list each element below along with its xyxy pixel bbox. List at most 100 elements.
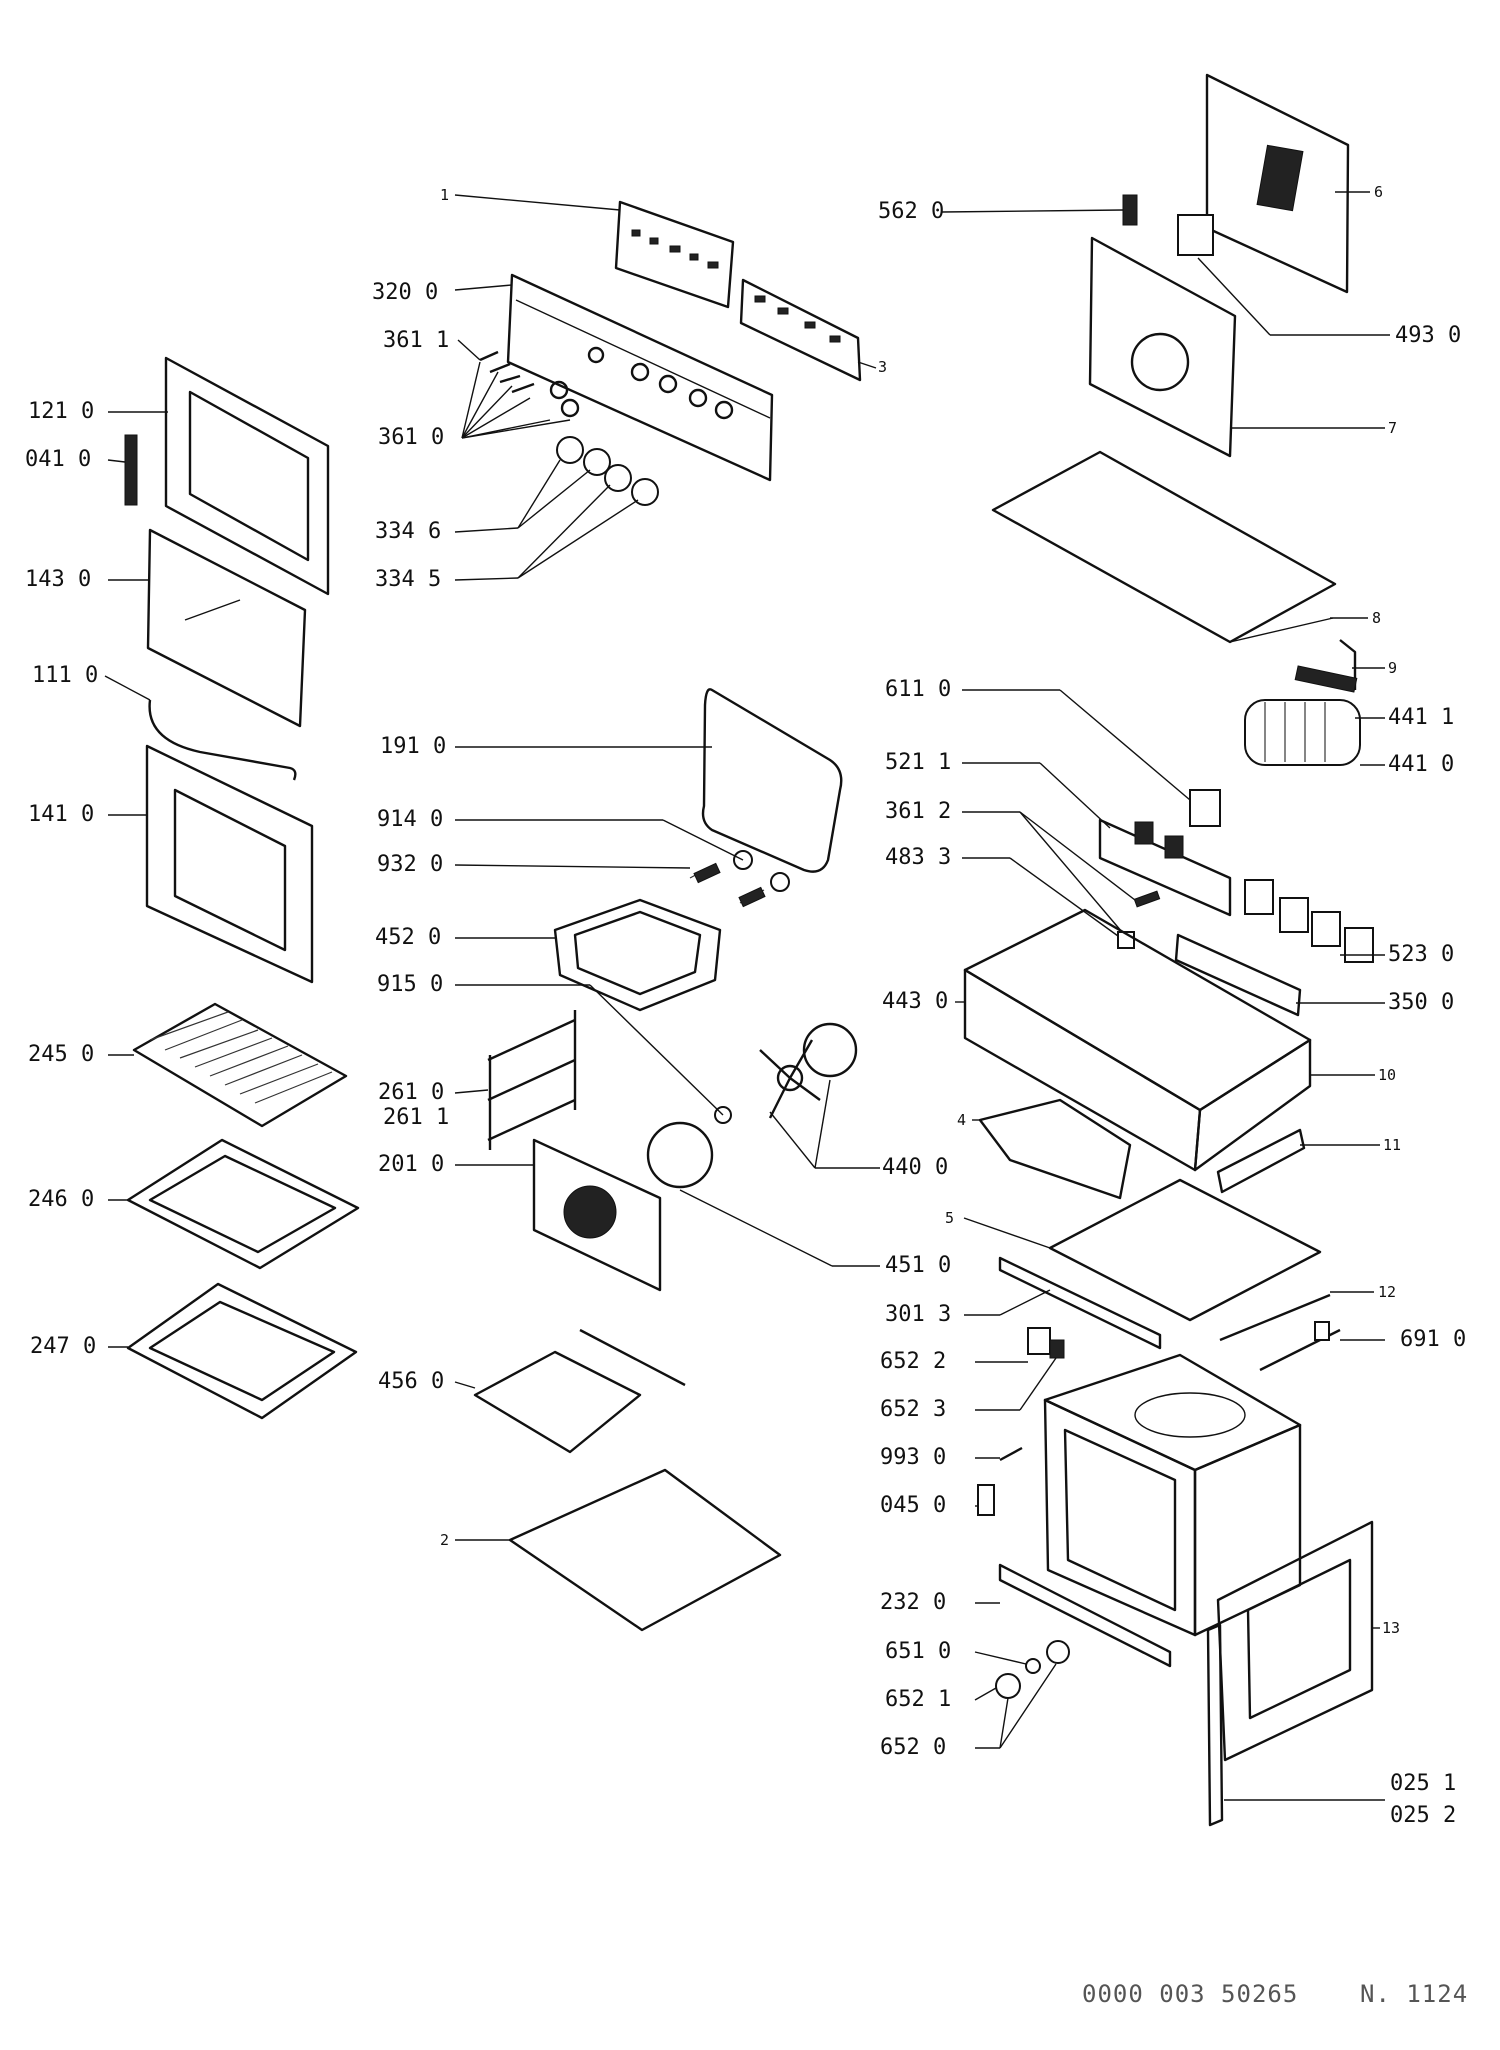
callout: 12 xyxy=(1378,1283,1396,1301)
part-strip-11 xyxy=(1216,1128,1306,1194)
callout-labels: 1 320 0 361 1 361 0 334 6 334 5 3 562 0 … xyxy=(25,183,1466,1828)
callout: 6 xyxy=(1374,183,1383,201)
part-relays-523 xyxy=(1244,879,1374,963)
part-lamp-652 xyxy=(1027,1327,1065,1359)
callout: 440 0 xyxy=(882,1155,948,1180)
callout: 652 2 xyxy=(880,1349,946,1374)
part-chassis-10 xyxy=(963,908,1312,1172)
part-inner-glass xyxy=(146,528,307,728)
part-back-wall xyxy=(1088,236,1237,458)
callout: 041 0 xyxy=(25,447,91,472)
part-timer-board xyxy=(1098,818,1232,917)
part-door-hinge xyxy=(124,434,138,506)
callout: 320 0 xyxy=(372,280,438,305)
part-ring-element xyxy=(646,1106,732,1189)
callout: 025 1 xyxy=(1390,1771,1456,1796)
part-control-bracket xyxy=(739,278,862,382)
callout: 611 0 xyxy=(885,677,951,702)
callout: 652 0 xyxy=(880,1735,946,1760)
callout: 246 0 xyxy=(28,1187,94,1212)
callout: 652 1 xyxy=(885,1687,951,1712)
part-baking-tray xyxy=(126,1138,360,1270)
callout: 1 xyxy=(440,186,449,204)
callout: 483 3 xyxy=(885,845,951,870)
callout: 11 xyxy=(1383,1136,1401,1154)
callout: 651 0 xyxy=(885,1639,951,1664)
document-number: 0000 003 50265 xyxy=(1082,1980,1298,2008)
callout: 025 2 xyxy=(1390,1803,1456,1828)
part-switch-045 xyxy=(977,1484,995,1516)
callout: 121 0 xyxy=(28,399,94,424)
part-side-runners xyxy=(487,1010,577,1150)
callout: 932 0 xyxy=(377,852,443,877)
callout: 441 1 xyxy=(1388,705,1454,730)
callout: 350 0 xyxy=(1388,990,1454,1015)
callout: 143 0 xyxy=(25,567,91,592)
part-relay-611 xyxy=(1189,789,1221,827)
callout: 361 0 xyxy=(378,425,444,450)
part-front-frame-13 xyxy=(1216,1520,1374,1762)
sheet-number: N. 1124 xyxy=(1360,1980,1468,2008)
callout: 10 xyxy=(1378,1066,1396,1084)
part-oven-gasket xyxy=(701,688,843,873)
part-front-glass xyxy=(145,744,314,984)
part-latch-562 xyxy=(1122,194,1138,226)
callout: 993 0 xyxy=(880,1445,946,1470)
part-screw-993 xyxy=(999,1446,1023,1462)
part-switch-493 xyxy=(1177,214,1214,256)
callout: 141 0 xyxy=(28,802,94,827)
part-knob-pins xyxy=(479,350,580,418)
leader-lines xyxy=(104,191,1390,1801)
part-rail-301 xyxy=(998,1256,1162,1350)
callout: 914 0 xyxy=(377,807,443,832)
callout: 4 xyxy=(957,1111,966,1129)
part-oven-cavity xyxy=(1043,1353,1302,1637)
callout: 451 0 xyxy=(885,1253,951,1278)
part-springs xyxy=(689,850,790,908)
part-top-cover xyxy=(991,450,1337,644)
callout: 443 0 xyxy=(882,989,948,1014)
callout: 245 0 xyxy=(28,1042,94,1067)
part-knobs xyxy=(556,436,659,506)
part-control-panel xyxy=(506,273,774,482)
part-oven-shelf xyxy=(132,1002,348,1128)
part-door-outer-frame xyxy=(164,356,330,596)
callout: 261 1 xyxy=(383,1105,449,1130)
callout: 441 0 xyxy=(1388,752,1454,777)
part-control-board-strip xyxy=(614,200,735,309)
callout: 361 2 xyxy=(885,799,951,824)
part-lower-element xyxy=(473,1328,686,1454)
part-bottom-plate xyxy=(508,1468,782,1632)
callout: 523 0 xyxy=(1388,942,1454,967)
callout: 521 1 xyxy=(885,750,951,775)
callout: 2 xyxy=(440,1531,449,1549)
callout: 493 0 xyxy=(1395,323,1461,348)
part-plate-5 xyxy=(1048,1178,1322,1322)
part-lamp-651 xyxy=(995,1640,1070,1699)
callout: 191 0 xyxy=(380,734,446,759)
callout: 3 xyxy=(878,358,887,376)
callout: 334 5 xyxy=(375,567,441,592)
part-door-seal xyxy=(148,699,297,781)
callout: 045 0 xyxy=(880,1493,946,1518)
part-drip-pan xyxy=(126,1282,358,1420)
callout: 232 0 xyxy=(880,1590,946,1615)
callout: 5 xyxy=(945,1209,954,1227)
callout: 691 0 xyxy=(1400,1327,1466,1352)
callout: 301 3 xyxy=(885,1302,951,1327)
part-rear-panel xyxy=(1205,73,1350,294)
part-rail-232 xyxy=(998,1563,1172,1668)
part-side-trim-025 xyxy=(1206,1623,1224,1827)
callout: 201 0 xyxy=(378,1152,444,1177)
part-grill-element xyxy=(553,898,722,1012)
part-shield-4 xyxy=(978,1098,1132,1200)
part-fan-cover xyxy=(532,1138,662,1292)
part-tangential-fan xyxy=(1244,665,1361,766)
callout: 562 0 xyxy=(878,199,944,224)
callout: 261 0 xyxy=(378,1080,444,1105)
callout: 915 0 xyxy=(377,972,443,997)
part-rail-12 xyxy=(1219,1293,1331,1342)
part-small-361-2 xyxy=(1117,890,1161,949)
